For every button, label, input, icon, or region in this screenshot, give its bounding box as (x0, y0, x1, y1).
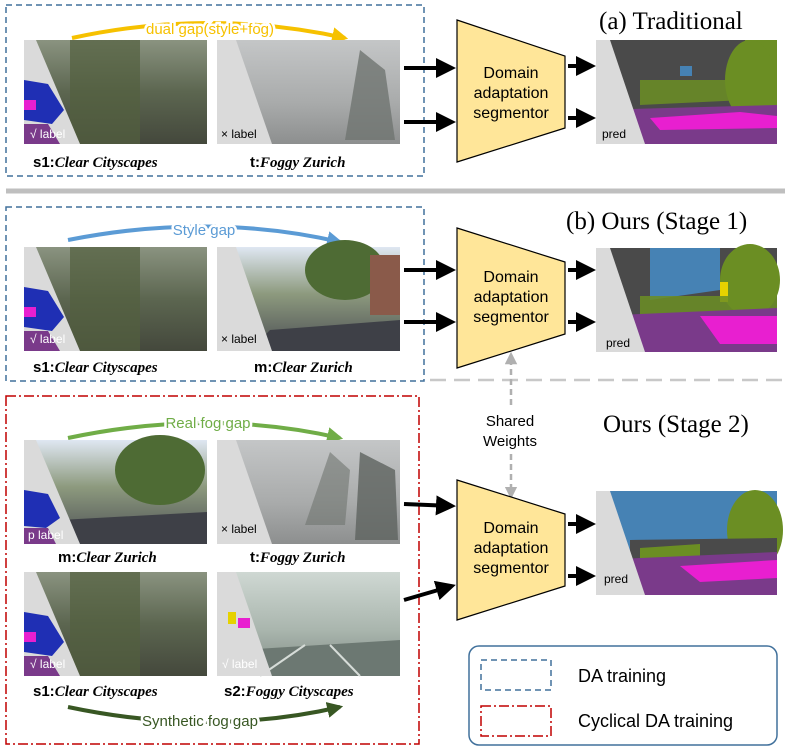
segmentor-a (456, 19, 566, 163)
segmentor-b-line2: adaptation (474, 289, 549, 306)
caption-d-synth: s2:Foggy Cityscapes (224, 683, 354, 700)
style-gap-arrow (67, 224, 344, 247)
prediction-a (596, 40, 777, 144)
stage2-section-box (5, 395, 420, 745)
stage1-title: (b) Ours (Stage 1) (566, 208, 747, 235)
legend-box (468, 645, 778, 746)
arrow-c-target-to-segmentor (403, 495, 456, 516)
segmentor-c-line3: segmentor (473, 560, 549, 577)
shared-weights-line2: Weights (483, 433, 537, 450)
legend-da-swatch (480, 659, 552, 691)
image-clear-zurich-b (217, 240, 400, 351)
dual-gap-label: dual gap(style+fog) (146, 21, 274, 38)
prediction-b (596, 244, 780, 352)
synthetic-fog-gap-arrow (67, 702, 344, 724)
caption-b-source: s1:Clear Cityscapes (33, 359, 158, 376)
pred-label-b: pred (606, 336, 630, 350)
legend-da-label: DA training (578, 666, 666, 686)
segmentor-a-line1: Domain (483, 65, 538, 82)
caption-a-source: s1:Clear Cityscapes (33, 154, 158, 171)
traditional-title: (a) Traditional (599, 8, 743, 35)
arrow-d-synth-to-segmentor (403, 580, 456, 602)
segmentor-c-line2: adaptation (474, 540, 549, 557)
caption-a-target: t:Foggy Zurich (250, 154, 345, 171)
check-label-b: √ label (30, 332, 65, 346)
caption-b-mid: m:Clear Zurich (254, 359, 353, 376)
stage1-section-box (5, 206, 425, 382)
synthetic-fog-gap-label: Synthetic fog gap (142, 713, 258, 730)
segmentor-b-line1: Domain (483, 269, 538, 286)
pseudo-label-c: p label (28, 528, 63, 542)
image-clear-cityscapes-d (24, 572, 207, 676)
real-fog-gap-label: Real fog gap (165, 415, 250, 432)
segmentor-b-line3: segmentor (473, 309, 549, 326)
shared-weights-line1: Shared (486, 413, 534, 430)
legend-cyclical-swatch (480, 705, 552, 737)
caption-c-mid: m:Clear Zurich (58, 549, 157, 566)
pred-label-c: pred (604, 572, 628, 586)
style-gap-label: Style gap (173, 222, 236, 239)
cross-label-b: × label (221, 332, 257, 346)
dual-gap-arrow (71, 21, 349, 44)
cross-label-c: × label (221, 522, 257, 536)
cross-label-a: × label (221, 127, 257, 141)
prediction-c (596, 490, 783, 595)
segmentor-a-line2: adaptation (474, 85, 549, 102)
real-fog-gap-arrow (67, 421, 344, 443)
segmentor-b (456, 227, 566, 369)
check-label-d2: √ label (222, 657, 257, 671)
caption-d-source: s1:Clear Cityscapes (33, 683, 158, 700)
image-foggy-cityscapes-d (217, 572, 400, 677)
traditional-section-box (5, 4, 425, 177)
stage2-title: Ours (Stage 2) (603, 411, 749, 438)
segmentor-c (456, 479, 566, 621)
caption-c-target: t:Foggy Zurich (250, 549, 345, 566)
check-label-a: √ label (30, 127, 65, 141)
pred-label-a: pred (602, 127, 626, 141)
image-foggy-zurich-c (217, 440, 400, 544)
image-clear-zurich-c (24, 435, 207, 544)
legend-cyclical-label: Cyclical DA training (578, 711, 733, 731)
segmentor-a-line3: segmentor (473, 105, 549, 122)
image-clear-cityscapes-a (24, 40, 207, 144)
image-clear-cityscapes-b (24, 247, 207, 351)
image-foggy-zurich-a (217, 40, 400, 144)
segmentor-c-line1: Domain (483, 520, 538, 537)
check-label-d1: √ label (30, 657, 65, 671)
